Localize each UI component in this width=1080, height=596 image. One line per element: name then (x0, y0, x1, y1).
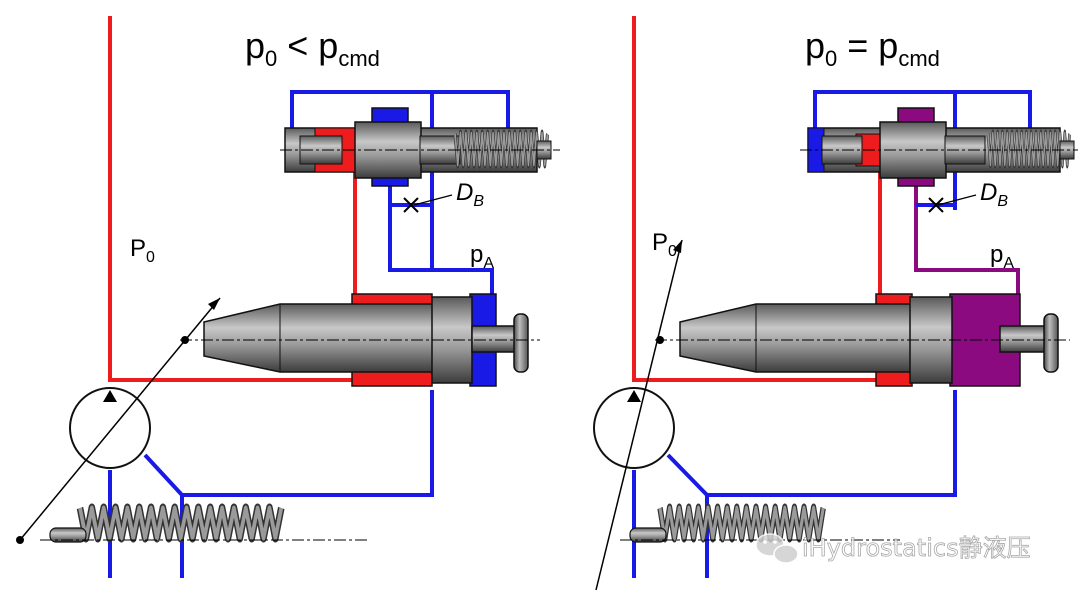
label-p0-right: P0 (652, 229, 677, 260)
control-line (388, 186, 494, 300)
supply-line (108, 16, 355, 382)
actuator-cylinder (180, 293, 540, 387)
return-loop-top (813, 90, 1032, 128)
title-left: p0 < pcmd (245, 25, 380, 71)
pump-symbol (593, 239, 683, 591)
label-p0-left: P0 (130, 235, 155, 266)
label-pa-right: pA (990, 241, 1014, 272)
actuator-cylinder (655, 293, 1070, 387)
orifice-leader (937, 194, 977, 206)
control-valve (800, 107, 1078, 187)
orifice-mark (928, 197, 944, 213)
return-loop-top (290, 90, 510, 128)
right-panel: p0 = pcmd P0 pA DB (593, 16, 1078, 591)
return-spring (620, 508, 900, 543)
wechat-icon (755, 533, 799, 564)
control-line (914, 186, 1020, 300)
orifice-mark (403, 197, 419, 213)
left-panel: p0 < pcmd P0 pA DB (16, 16, 560, 578)
return-line-main (143, 92, 434, 497)
control-valve (280, 107, 560, 187)
supply-line (632, 16, 880, 382)
return-spring (40, 508, 370, 543)
label-db-right: DB (980, 179, 1008, 210)
label-pa-left: pA (470, 241, 494, 272)
label-db-left: DB (456, 179, 484, 210)
title-right: p0 = pcmd (805, 25, 940, 71)
watermark-text: iHydrostatics静液压 (802, 534, 1031, 562)
watermark: iHydrostatics静液压 (755, 533, 1031, 564)
orifice-leader (413, 194, 453, 206)
pump-symbol (16, 297, 221, 544)
